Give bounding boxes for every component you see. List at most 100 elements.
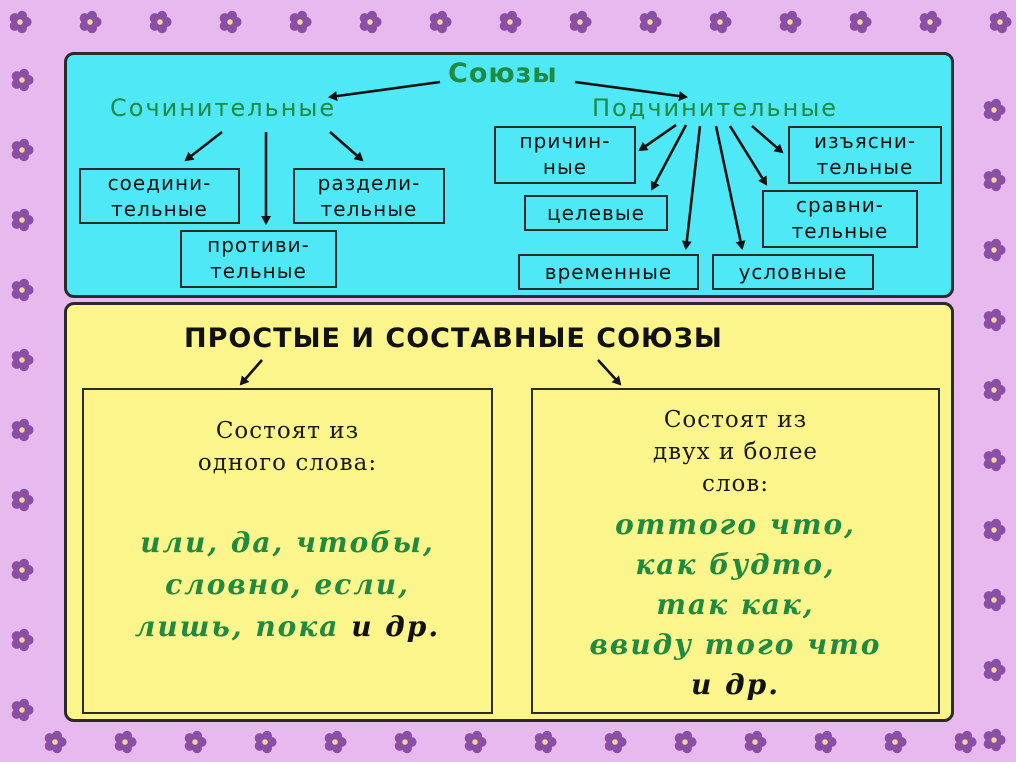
ornament-center	[542, 739, 548, 745]
ornament-center	[367, 19, 373, 25]
type-line: тельные	[210, 259, 307, 283]
ornament-petal	[402, 730, 412, 741]
ornament-petal	[297, 10, 307, 21]
simple-examples: или, да, чтобы, словно, если, лишь, пока…	[82, 522, 493, 648]
ornament-petal	[983, 388, 994, 399]
ornament-center	[332, 739, 338, 745]
ornament-petal	[464, 740, 475, 751]
ornament-petal	[991, 238, 1001, 249]
ornament-center	[192, 739, 198, 745]
ornament-petal	[674, 740, 685, 751]
ornament-petal	[954, 740, 965, 751]
ornament-petal	[429, 20, 440, 31]
ornament-petal	[19, 348, 29, 359]
type-line: тельные	[320, 197, 418, 221]
ornament-petal	[919, 20, 930, 31]
ornament-petal	[849, 20, 860, 31]
ornament-center	[717, 19, 723, 25]
ornament-center	[927, 19, 933, 25]
diagram-title: Союзы	[448, 58, 558, 89]
ornament-petal	[983, 248, 994, 259]
ornament-petal	[983, 178, 994, 189]
ornament-petal	[709, 20, 720, 31]
ornament-petal	[219, 20, 230, 31]
ornament-center	[991, 387, 997, 393]
ornament-petal	[11, 218, 22, 229]
ornament-petal	[17, 10, 27, 21]
ornament-center	[19, 637, 25, 643]
coordinating-label: Сочинительные	[110, 94, 337, 122]
ornament-petal	[157, 10, 167, 21]
ornament-petal	[11, 148, 22, 159]
ornament-center	[647, 19, 653, 25]
ornament-petal	[11, 78, 22, 89]
ornament-petal	[11, 638, 22, 649]
ornament-center	[507, 19, 513, 25]
ornament-petal	[367, 10, 377, 21]
type-line: сравни-	[795, 193, 885, 217]
type-line: временные	[544, 260, 673, 284]
example-tail: и др.	[691, 668, 780, 701]
ornament-center	[19, 497, 25, 503]
example-line: словно, если,	[165, 568, 410, 601]
ornament-center	[991, 177, 997, 183]
ornament-center	[19, 147, 25, 153]
ornament-petal	[822, 730, 832, 741]
example-line: так как,	[656, 588, 815, 621]
type-line: тельные	[111, 197, 208, 221]
ornament-petal	[991, 98, 1001, 109]
ornament-petal	[991, 308, 1001, 319]
ornament-petal	[11, 498, 22, 509]
ornament-petal	[11, 288, 22, 299]
ornament-petal	[604, 740, 615, 751]
ornament-petal	[884, 740, 895, 751]
ornament-petal	[44, 740, 55, 751]
ornament-petal	[19, 628, 29, 639]
ornament-center	[991, 667, 997, 673]
ornament-center	[577, 19, 583, 25]
type-line: целевые	[547, 201, 645, 225]
ornament-petal	[254, 740, 265, 751]
example-text: лишь, пока	[134, 610, 340, 643]
simple-unions-box	[82, 388, 493, 714]
ornament-petal	[499, 20, 510, 31]
type-line: противи-	[207, 233, 310, 257]
type-line: ные	[542, 155, 588, 179]
ornament-petal	[19, 68, 29, 79]
compound-unions-box	[531, 388, 940, 714]
ornament-center	[612, 739, 618, 745]
ornament-petal	[9, 20, 20, 31]
compound-description: Состоят из двух и более слов:	[652, 407, 819, 497]
example-line: лишь, пока и др.	[82, 606, 493, 648]
ornament-petal	[122, 730, 132, 741]
structure-heading: ПРОСТЫЕ И СОСТАВНЫЕ СОЮЗЫ	[184, 323, 723, 354]
ornament-petal	[892, 730, 902, 741]
ornament-petal	[19, 698, 29, 709]
ornament-petal	[19, 418, 29, 429]
ornament-petal	[612, 730, 622, 741]
ornament-center	[991, 107, 997, 113]
ornament-petal	[779, 20, 790, 31]
ornament-center	[962, 739, 968, 745]
ornament-center	[822, 739, 828, 745]
ornament-petal	[989, 20, 1000, 31]
ornament-petal	[19, 488, 29, 499]
ornament-petal	[997, 10, 1007, 21]
ornament-petal	[991, 448, 1001, 459]
type-line: тельные	[816, 155, 914, 179]
ornament-petal	[359, 20, 370, 31]
ornament-petal	[19, 278, 29, 289]
ornament-petal	[927, 10, 937, 21]
ornament-center	[19, 707, 25, 713]
ornament-petal	[787, 10, 797, 21]
ornament-petal	[114, 740, 125, 751]
ornament-center	[787, 19, 793, 25]
ornament-center	[991, 317, 997, 323]
example-line: ввиду того что	[589, 628, 882, 661]
type-box-purpose: целевые	[524, 195, 668, 231]
ornament-center	[262, 739, 268, 745]
type-line: тельные	[791, 219, 889, 243]
ornament-petal	[983, 598, 994, 609]
ornament-petal	[437, 10, 447, 21]
ornament-petal	[639, 20, 650, 31]
